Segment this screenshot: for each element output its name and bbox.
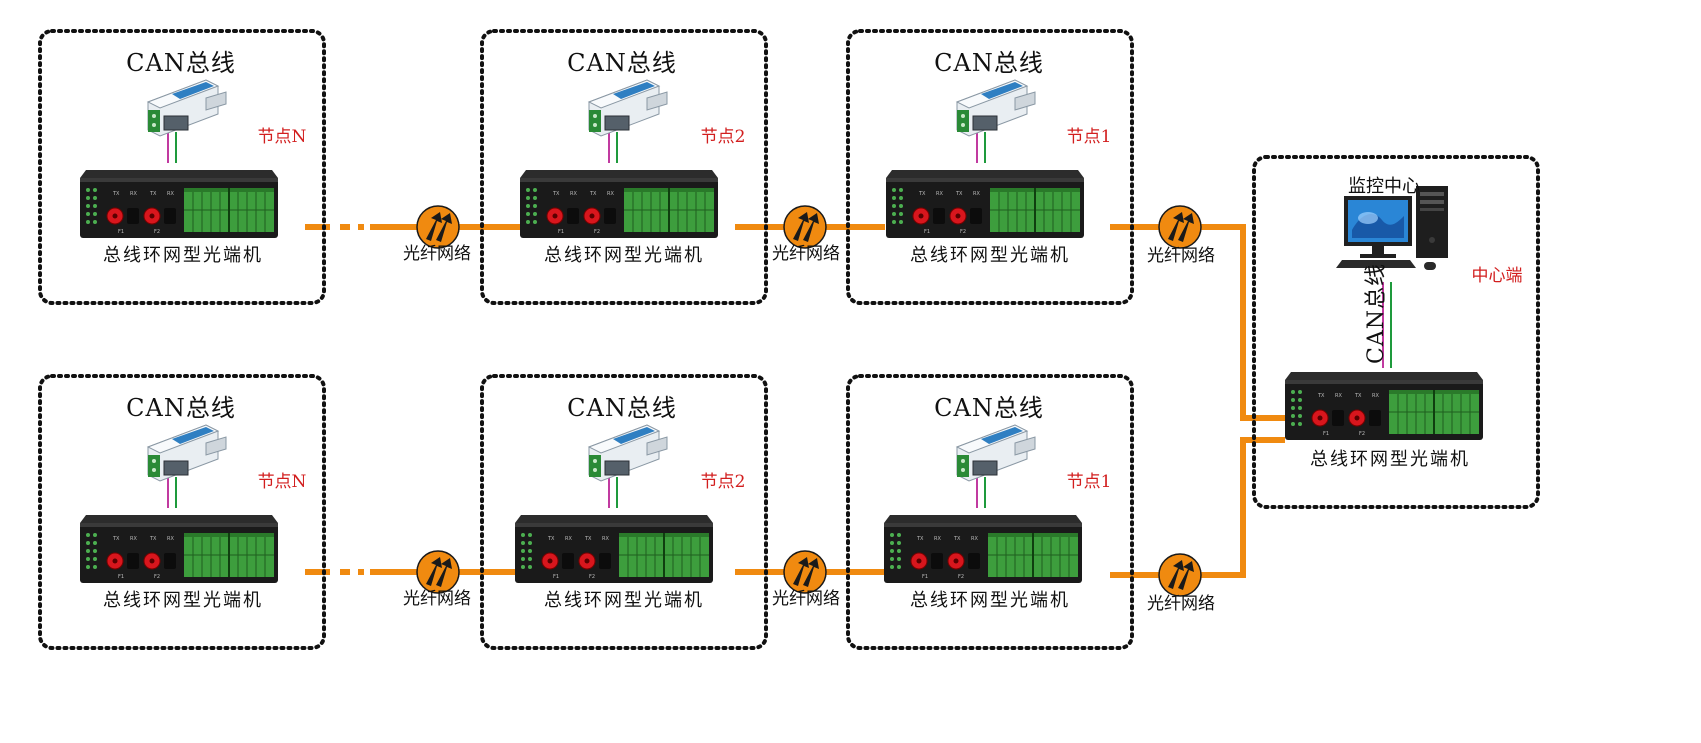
can-bus-title: CAN总线 bbox=[567, 49, 677, 77]
device-label: 总线环网型光端机 bbox=[910, 590, 1070, 611]
monitor-computer-icon bbox=[1336, 186, 1448, 270]
can-converter-icon bbox=[956, 424, 1036, 482]
fiber-network-icon bbox=[416, 550, 460, 594]
device-label: 总线环网型光端机 bbox=[544, 245, 704, 266]
can-converter-icon bbox=[588, 424, 668, 482]
device-label: 总线环网型光端机 bbox=[1310, 449, 1470, 470]
fiber-transceiver-icon bbox=[79, 514, 279, 584]
border-top-node-2 bbox=[480, 29, 768, 305]
can-converter-icon bbox=[147, 424, 227, 482]
group-borders bbox=[38, 29, 1540, 650]
fiber-links bbox=[305, 224, 1285, 578]
device-label: 总线环网型光端机 bbox=[544, 590, 704, 611]
can-bus-title: CAN总线 bbox=[126, 394, 236, 422]
fiber-network-label: 光纤网络 bbox=[1147, 594, 1215, 614]
fiber-transceiver-icon bbox=[883, 514, 1083, 584]
border-bottom-node-n bbox=[38, 374, 326, 650]
fiber-network-label: 光纤网络 bbox=[403, 589, 471, 609]
border-bottom-node-1 bbox=[846, 374, 1134, 650]
fiber-network-icon bbox=[783, 205, 827, 249]
fiber-network-label: 光纤网络 bbox=[772, 589, 840, 609]
fiber-transceiver-icon bbox=[79, 169, 279, 239]
can-bus-title: CAN总线 bbox=[126, 49, 236, 77]
node-label: 节点N bbox=[257, 127, 307, 147]
fiber-network-icon bbox=[783, 550, 827, 594]
can-converter-icon bbox=[956, 79, 1036, 137]
device-label: 总线环网型光端机 bbox=[103, 245, 263, 266]
fiber-network-label: 光纤网络 bbox=[403, 244, 471, 264]
fiber-transceiver-icon bbox=[885, 169, 1085, 239]
can-converter-icon bbox=[588, 79, 668, 137]
node-label: 节点1 bbox=[1066, 127, 1112, 147]
device-label: 总线环网型光端机 bbox=[910, 245, 1070, 266]
device-label: 总线环网型光端机 bbox=[103, 590, 263, 611]
fiber-network-label: 光纤网络 bbox=[1147, 246, 1215, 266]
fiber-network-icon bbox=[1158, 553, 1202, 597]
node-label: 节点N bbox=[257, 472, 307, 492]
can-bus-title: CAN总线 bbox=[934, 394, 1044, 422]
border-top-node-n bbox=[38, 29, 326, 305]
border-bottom-node-2 bbox=[480, 374, 768, 650]
fiber-transceiver-icon bbox=[1284, 371, 1484, 441]
border-top-node-1 bbox=[846, 29, 1134, 305]
node-label: 节点1 bbox=[1066, 472, 1112, 492]
center-can-bus-label: CAN总线 bbox=[1364, 263, 1389, 364]
can-wires bbox=[167, 132, 1392, 508]
fiber-transceiver-icon bbox=[514, 514, 714, 584]
fiber-network-icon bbox=[416, 205, 460, 249]
fiber-transceiver-icon bbox=[519, 169, 719, 239]
center-end-label: 中心端 bbox=[1471, 266, 1523, 286]
monitor-center-label: 监控中心 bbox=[1348, 176, 1420, 197]
fiber-network-icon bbox=[1158, 205, 1202, 249]
fiber-network-label: 光纤网络 bbox=[772, 244, 840, 264]
can-bus-title: CAN总线 bbox=[934, 49, 1044, 77]
border-center bbox=[1252, 155, 1540, 509]
node-label: 节点2 bbox=[700, 127, 746, 147]
can-bus-title: CAN总线 bbox=[567, 394, 677, 422]
can-converter-icon bbox=[147, 79, 227, 137]
node-label: 节点2 bbox=[700, 472, 746, 492]
